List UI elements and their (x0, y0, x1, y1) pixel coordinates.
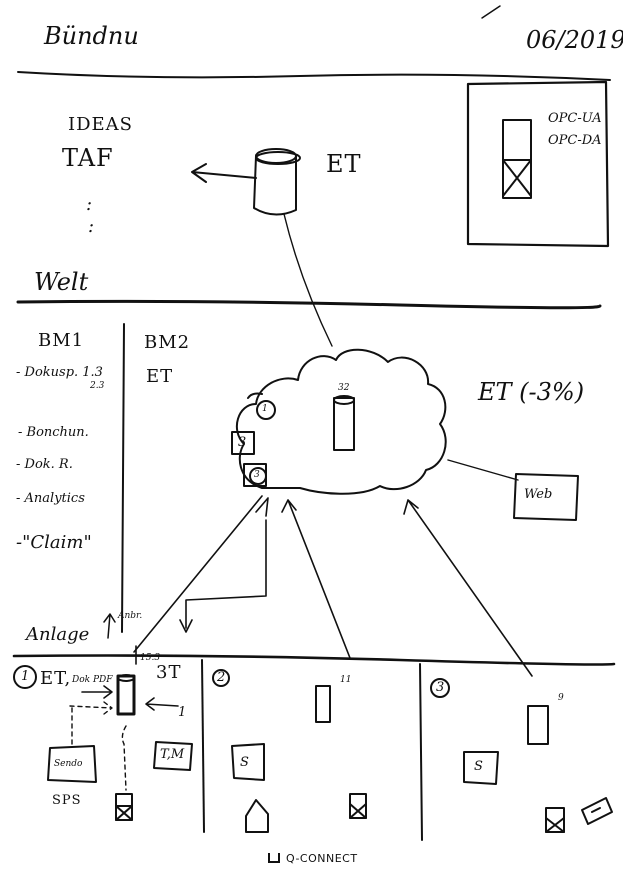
arrow-s1-head (255, 497, 269, 517)
web-box (513, 473, 579, 521)
cloud-device-icon (333, 395, 355, 451)
section-2-s-box (231, 743, 265, 781)
brand-footer: Q-CONNECT (268, 852, 358, 865)
section-1-tm-text: T,M (160, 747, 185, 762)
welt-label: Welt (34, 268, 89, 296)
page-date: 06/2019 (526, 26, 623, 54)
bm1-item-analytics: - Analytics (16, 491, 85, 506)
cloud-badge-2-text: 3 (238, 435, 247, 450)
bm2-heading: BM2 (144, 332, 191, 353)
anlage-divider (12, 654, 616, 666)
bm1-heading: BM1 (38, 330, 85, 351)
cloud-badge-1-text: 1 (262, 404, 268, 414)
bm1-item-claim: -"Claim" (16, 532, 92, 553)
section-1-dok-pdf: Dok PDF (72, 675, 113, 685)
bm-divider (121, 323, 125, 633)
arrow-s2-cloud (281, 499, 351, 659)
connector-line (283, 213, 333, 347)
section-1-arrow-left (145, 697, 179, 711)
opc-da-label: OPC-DA (548, 133, 602, 148)
section-2-triangle-icon (245, 799, 269, 833)
section-1-device-icon (116, 674, 136, 716)
opc-box (466, 80, 610, 248)
et-label: ET (326, 150, 362, 178)
opc-ua-label: OPC-UA (548, 111, 602, 126)
section-1-circle (13, 665, 37, 689)
section-1-dashed-vert (121, 725, 127, 791)
section-1-sps: SPS (52, 793, 82, 808)
web-connector (447, 459, 519, 481)
section-3-number: 3 (436, 680, 445, 695)
section-3-s-text: S (474, 759, 483, 774)
section-3-tag-icon (581, 797, 613, 825)
section-1-arrow-dashed (69, 701, 113, 715)
cloud-shape (235, 348, 447, 495)
section-1-arrow-right (81, 685, 113, 699)
web-label: Web (524, 487, 553, 502)
page-title: Bündnu (44, 22, 139, 50)
corner-mark (481, 5, 501, 19)
taf-label: TAF (62, 144, 114, 172)
brand-logo-icon (268, 853, 280, 863)
arrow-cloud-down (179, 519, 267, 633)
section-3-machine-icon (545, 807, 565, 833)
section-2-number: 2 (217, 670, 226, 685)
section-2-circle (212, 669, 230, 687)
cloud-badge-1 (247, 392, 276, 420)
section-1-tm-box (153, 741, 193, 771)
bm1-item-dok: - Dok. R. (16, 457, 73, 472)
section-1-sendo-text: Sendo (54, 759, 83, 769)
section-1-number: 1 (21, 669, 30, 684)
opc-device-icon (502, 119, 532, 199)
anlage-label: Anlage (26, 624, 90, 645)
section-2-count: 11 (340, 675, 352, 685)
section-1-count: 3T (156, 662, 182, 683)
section-3-circle (430, 678, 450, 698)
section-1-et: ET, (40, 668, 72, 689)
anbr-arrow (103, 613, 116, 639)
welt-divider (16, 299, 602, 310)
brand-name: Q-CONNECT (286, 852, 358, 865)
bm1-item-bonchun: - Bonchun. (18, 425, 89, 440)
section-2-device-icon (315, 685, 331, 723)
anlage-number: 15.3 (140, 653, 161, 663)
et-cylinder-icon (253, 148, 301, 216)
arrow-s1-cloud (133, 495, 263, 653)
bm1-doku-sub: 2.3 (90, 381, 105, 391)
ideas-label: IDEAS (68, 114, 134, 135)
ellipsis-dots-2: : (88, 216, 95, 237)
section-2-s-text: S (240, 755, 249, 770)
bm2-et: ET (146, 366, 174, 387)
cloud-badge-3-text: 3 (254, 470, 260, 480)
section-divider-1 (201, 659, 205, 833)
arrow-to-ideas (191, 163, 257, 183)
section-1-sendo-box (47, 745, 97, 783)
section-divider-2 (419, 663, 423, 841)
bm1-item-doku: - Dokusp. 1.3 (16, 365, 103, 380)
section-3-count: 9 (558, 693, 564, 703)
arrow-s3-cloud (403, 499, 533, 677)
section-3-device-icon (527, 705, 549, 745)
cloud-badge-2 (231, 431, 255, 455)
anbr-label: Anbr. (118, 611, 143, 621)
section-3-s-box (463, 751, 499, 785)
section-2-machine-icon (349, 793, 367, 819)
header-divider (17, 71, 611, 81)
section-1-machine-icon (115, 793, 133, 821)
cloud-number: 32 (338, 383, 350, 393)
et-reduction-label: ET (-3%) (478, 378, 585, 406)
cloud-badge-3 (243, 463, 267, 487)
ellipsis-dots: : (86, 194, 93, 215)
section-1-index: 1 (178, 705, 187, 720)
